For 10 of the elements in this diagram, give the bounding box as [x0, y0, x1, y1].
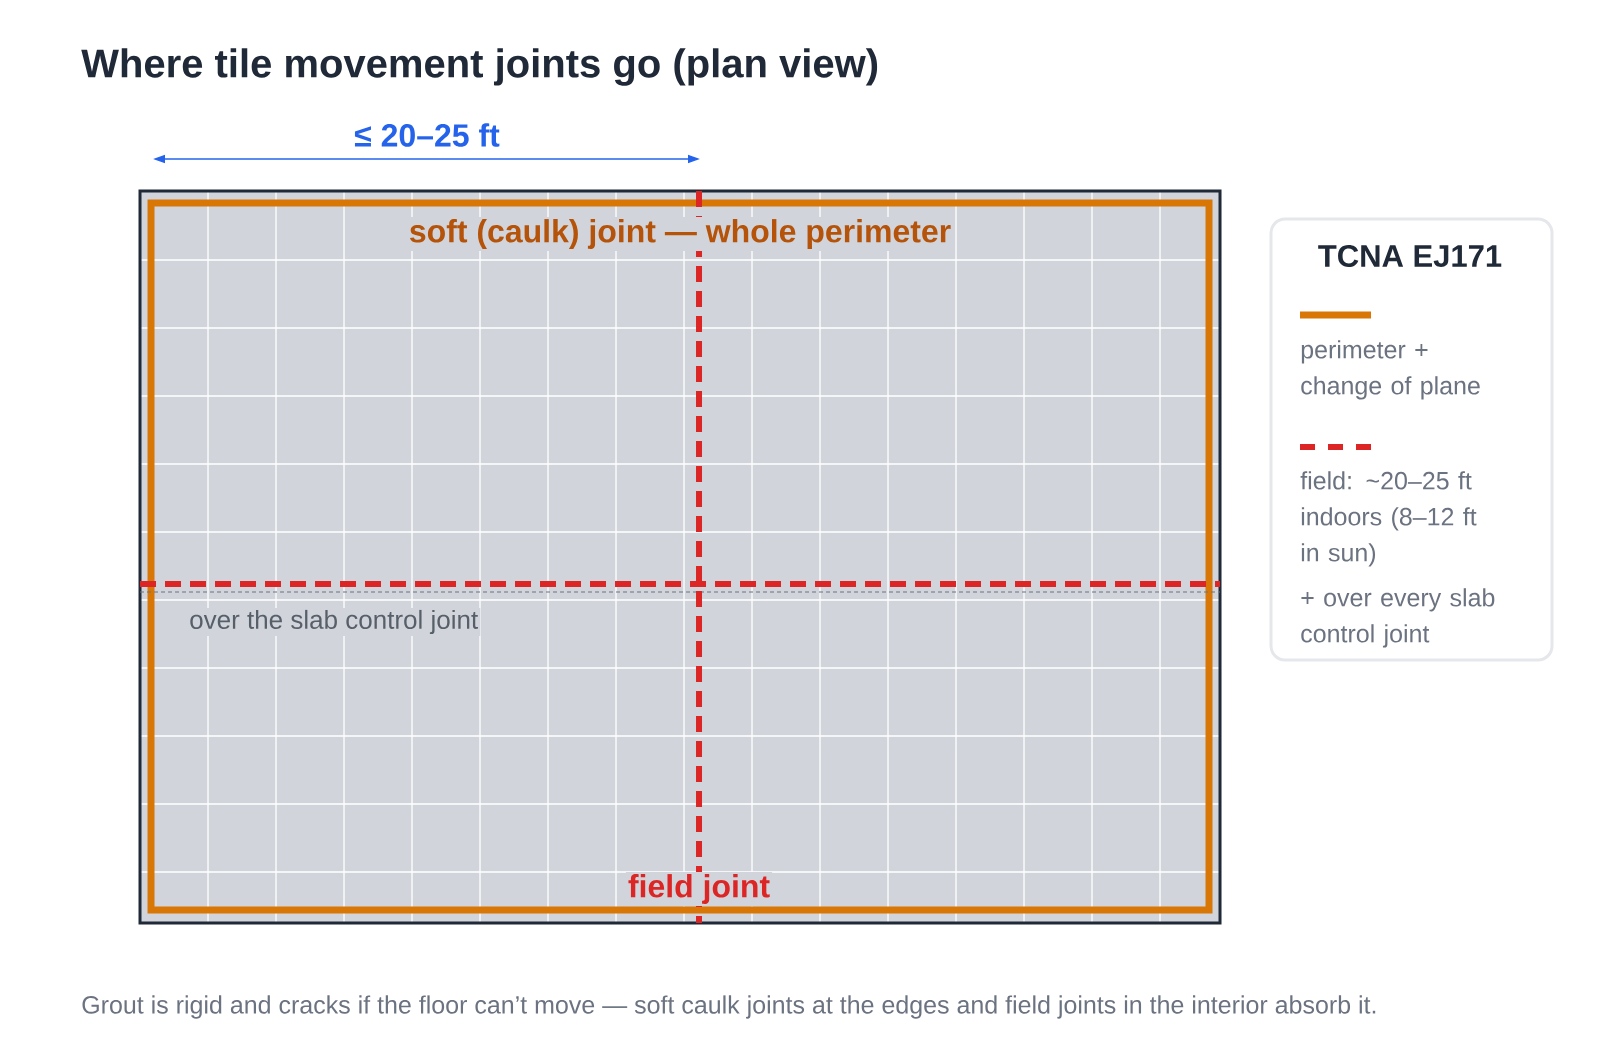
title: Where tile movement joints go (plan view) — [81, 48, 878, 86]
legend-text: field: ~20–25 ft indoors (8–12 ft in sun) — [1300, 471, 1477, 567]
joint-label: field joint — [625, 872, 773, 906]
caption: Grout is rigid and cracks if the floor can’t move — soft caulk joints at the edges and field joints in the interior absorb it. — [82, 995, 1376, 1019]
joint-label: over the slab control joint — [187, 607, 481, 637]
legend-text: perimeter + change of plane — [1301, 340, 1480, 400]
dimension-label: ≤ 20–25 ft — [354, 123, 500, 147]
joint-label: soft (caulk) joint — whole perimeter — [406, 217, 954, 251]
legend-heading: TCNA EJ171 — [1318, 245, 1502, 267]
legend-text: + over every slab control joint — [1301, 588, 1495, 648]
